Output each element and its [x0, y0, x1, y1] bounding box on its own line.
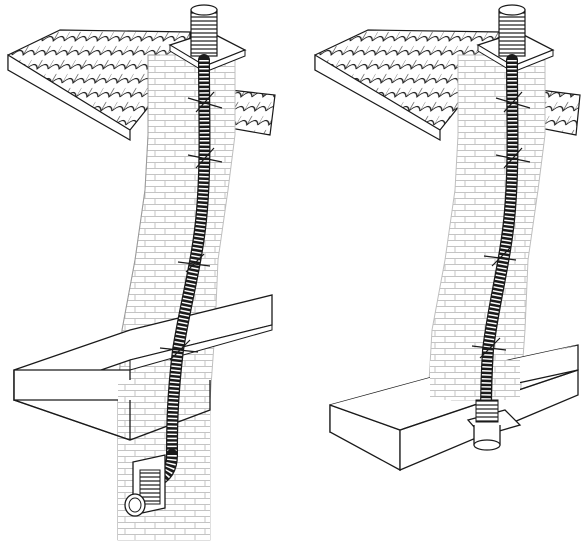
- left-panel: [7, 4, 276, 541]
- right-panel: [314, 4, 581, 472]
- flexible-pipe-icon: [480, 54, 519, 421]
- pipe-bracket-icon: [471, 91, 531, 359]
- wall-connector-icon: [466, 399, 522, 451]
- wall-connector-icon: [124, 449, 178, 517]
- terminal-cap-icon: [168, 4, 247, 73]
- roof-tiles-icon: [7, 29, 276, 142]
- roof-tiles-icon: [314, 29, 581, 142]
- flexible-pipe-icon: [166, 54, 211, 461]
- floor-slab-icon: [329, 344, 579, 472]
- terminal-cap-icon: [476, 4, 555, 73]
- pipe-bracket-icon: [159, 91, 223, 361]
